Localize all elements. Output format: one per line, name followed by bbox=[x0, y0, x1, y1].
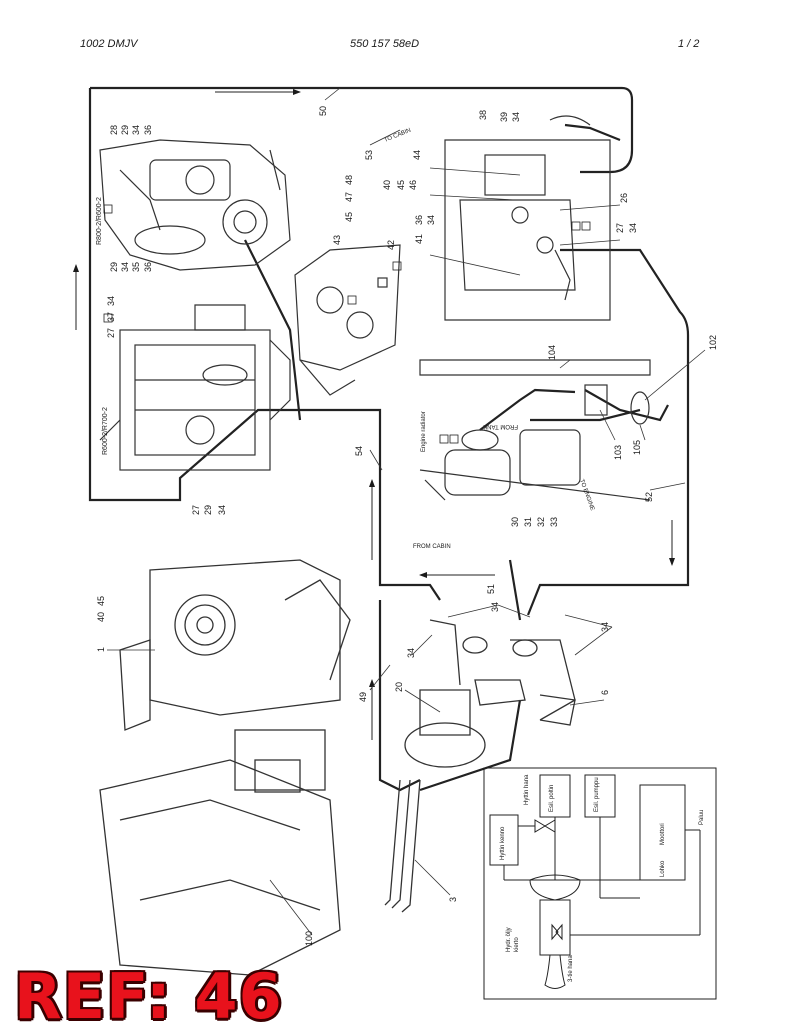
header-doc-code: 1002 DMJV bbox=[80, 38, 138, 50]
callout-40b: 40 bbox=[96, 612, 106, 622]
callout-34i: 34 bbox=[406, 648, 416, 658]
callout-46: 46 bbox=[408, 180, 418, 190]
label-kierto: kierto bbox=[514, 937, 520, 952]
label-engine-radiator: Engine radiator bbox=[421, 411, 427, 452]
callout-48: 48 bbox=[344, 175, 354, 185]
callout-50: 50 bbox=[318, 106, 328, 116]
label-from-tank: FROM TANK bbox=[483, 423, 518, 429]
callout-34a: 34 bbox=[511, 112, 521, 122]
callout-26: 26 bbox=[619, 193, 629, 203]
ref-stamp: REF: 46 bbox=[14, 960, 283, 1033]
flow-arrows bbox=[73, 89, 675, 740]
callout-27b: 27 bbox=[106, 328, 116, 338]
callout-labels: 50 53 TO CABIN 38 39 34 44 40 45 46 36 3… bbox=[96, 106, 718, 946]
control-box bbox=[294, 244, 401, 396]
label-esil-pumppu: Esil. pumppu bbox=[594, 777, 600, 812]
label-lohko: Lohko bbox=[660, 860, 666, 877]
callout-45: 45 bbox=[396, 180, 406, 190]
callout-34d: 34 bbox=[131, 125, 141, 135]
callout-102: 102 bbox=[708, 335, 718, 350]
callout-27c: 27 bbox=[191, 505, 201, 515]
engine-inset-lower bbox=[99, 304, 291, 471]
callout-1: 1 bbox=[96, 647, 106, 652]
callout-43: 43 bbox=[332, 235, 342, 245]
callout-103: 103 bbox=[613, 445, 623, 460]
label-3-tie-hana: 3-tie hana bbox=[568, 955, 574, 982]
callout-34h: 34 bbox=[490, 602, 500, 612]
callout-29: 29 bbox=[120, 125, 130, 135]
callout-29c: 29 bbox=[203, 505, 213, 515]
label-hyttin-kenno: Hyttin kenno bbox=[500, 826, 506, 860]
callout-32: 32 bbox=[536, 517, 546, 527]
callout-34f: 34 bbox=[106, 296, 116, 306]
callout-42: 42 bbox=[386, 240, 396, 250]
callout-34e: 34 bbox=[120, 262, 130, 272]
callout-41: 41 bbox=[414, 234, 424, 244]
label-hydr-oljy: Hydr. öljy bbox=[506, 927, 512, 952]
header-part-number: 550 157 58eD bbox=[350, 38, 420, 50]
callout-100: 100 bbox=[304, 931, 314, 946]
callout-29b: 29 bbox=[109, 262, 119, 272]
label-paluu: Paluu bbox=[699, 810, 705, 825]
radiator-pump-assembly bbox=[419, 359, 651, 501]
callout-34b: 34 bbox=[426, 215, 436, 225]
callout-39: 39 bbox=[499, 112, 509, 122]
callout-45c: 45 bbox=[96, 596, 106, 606]
callout-28: 28 bbox=[109, 125, 119, 135]
reference-markers bbox=[103, 204, 591, 444]
callout-36: 36 bbox=[414, 215, 424, 225]
callout-31: 31 bbox=[523, 517, 533, 527]
label-from-cabin: FROM CABIN bbox=[413, 544, 451, 550]
hose-routes bbox=[88, 86, 690, 792]
callout-33: 33 bbox=[549, 517, 559, 527]
preheater-valve-assembly bbox=[384, 619, 576, 913]
callout-38: 38 bbox=[478, 110, 488, 120]
header-page-number: 1 / 2 bbox=[678, 38, 700, 50]
label-to-engine: TO ENGINE bbox=[578, 479, 595, 512]
callout-44: 44 bbox=[412, 150, 422, 160]
callout-105: 105 bbox=[632, 440, 642, 455]
callout-49: 49 bbox=[358, 692, 368, 702]
label-r600: R600-2/R700-2 bbox=[102, 407, 109, 455]
engine-inset-upper bbox=[99, 139, 291, 271]
callout-51: 51 bbox=[486, 584, 496, 594]
callout-34j: 34 bbox=[600, 622, 610, 632]
callout-54: 54 bbox=[354, 446, 364, 456]
callout-34c: 34 bbox=[628, 223, 638, 233]
callout-3: 3 bbox=[448, 897, 458, 902]
callout-20: 20 bbox=[394, 682, 404, 692]
callout-52: 52 bbox=[644, 492, 654, 502]
label-hyttin-hana: Hyttin hana bbox=[524, 774, 530, 805]
heater-unit-cabinet bbox=[99, 559, 351, 976]
callout-34g: 34 bbox=[217, 505, 227, 515]
callout-104: 104 bbox=[547, 345, 557, 360]
schematic-labels: Hyttin hana Esil. poltin Esil. pumppu Hy… bbox=[500, 774, 705, 982]
heating-schematic bbox=[483, 767, 717, 1000]
callout-35: 35 bbox=[131, 262, 141, 272]
callout-47: 47 bbox=[344, 192, 354, 202]
label-esil-poltin: Esil. poltin bbox=[549, 785, 555, 812]
callout-53: 53 bbox=[364, 150, 374, 160]
callout-45b: 45 bbox=[344, 212, 354, 222]
callout-30: 30 bbox=[510, 517, 520, 527]
callout-36b: 36 bbox=[143, 125, 153, 135]
callout-6: 6 bbox=[600, 690, 610, 695]
callout-36c: 36 bbox=[143, 262, 153, 272]
callout-40: 40 bbox=[382, 180, 392, 190]
callout-27: 27 bbox=[615, 223, 625, 233]
label-moottori: Moottori bbox=[660, 823, 666, 845]
label-r800: R800-2/R600-2 bbox=[96, 197, 103, 245]
leader-lines bbox=[107, 87, 706, 936]
cab-heater-assembly bbox=[444, 115, 611, 321]
callout-37: 37 bbox=[106, 312, 116, 322]
